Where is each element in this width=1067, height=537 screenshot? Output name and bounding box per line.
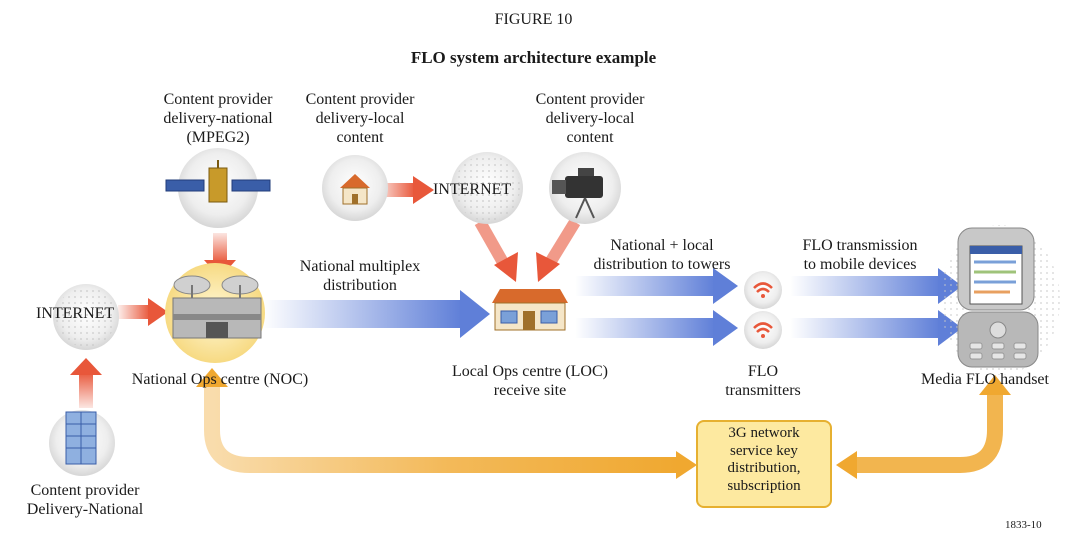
internet-to-loc-arrow	[474, 219, 518, 282]
handset-label: Media FLO handset	[921, 371, 1049, 388]
globe-icon	[53, 284, 119, 350]
building-to-internet-arrow	[70, 358, 102, 408]
cp-delivery-national-label: Content provider Delivery-National	[26, 482, 144, 518]
video-camera-icon	[549, 152, 621, 224]
house-icon	[322, 155, 388, 221]
noc-to-3g-arrow	[196, 368, 697, 479]
internet-label-local: INTERNET	[433, 181, 512, 198]
mobile-phone-icon	[940, 225, 1060, 375]
satellite-dish-icon	[165, 263, 265, 363]
national-multiplex-label: National multiplex distribution	[299, 258, 421, 294]
globe-icon-local	[451, 152, 523, 224]
figure-title: FLO system architecture example	[410, 48, 657, 67]
figure-id: 1833-10	[1005, 519, 1042, 531]
internet-to-noc-arrow	[118, 298, 168, 326]
3g-to-handset-arrow	[836, 375, 1011, 479]
loc-label: Local Ops centre (LOC) receive site	[452, 363, 608, 399]
flo-transmission-arrow-lower	[790, 310, 962, 346]
distribution-to-towers-arrow-lower	[575, 310, 738, 346]
wifi-icon-lower	[744, 311, 782, 349]
flo-transmitters-label: FLO transmitters	[725, 363, 801, 399]
office-building-icon	[49, 410, 115, 476]
cp-national-mpeg2-label: Content provider delivery-national (MPEG…	[163, 91, 273, 146]
flo-transmission-label: FLO transmission to mobile devices	[802, 237, 918, 273]
noc-label: National Ops centre (NOC)	[131, 371, 309, 388]
distribution-to-towers-arrow-upper	[575, 268, 738, 304]
camera-to-loc-arrow	[536, 218, 581, 282]
figure-number: FIGURE 10	[494, 11, 573, 28]
cp-local-label-1: Content provider delivery-local content	[305, 91, 415, 146]
3g-network-box: 3G network service key distribution, sub…	[696, 420, 832, 508]
wifi-icon	[744, 271, 782, 309]
national-local-label: National + local distribution to towers	[593, 237, 731, 273]
cp-local-label-2: Content provider delivery-local content	[535, 91, 645, 146]
internet-label-national: INTERNET	[36, 305, 115, 322]
national-multiplex-arrow	[262, 290, 490, 338]
satellite-icon	[165, 148, 271, 228]
loc-building-icon	[492, 289, 568, 331]
